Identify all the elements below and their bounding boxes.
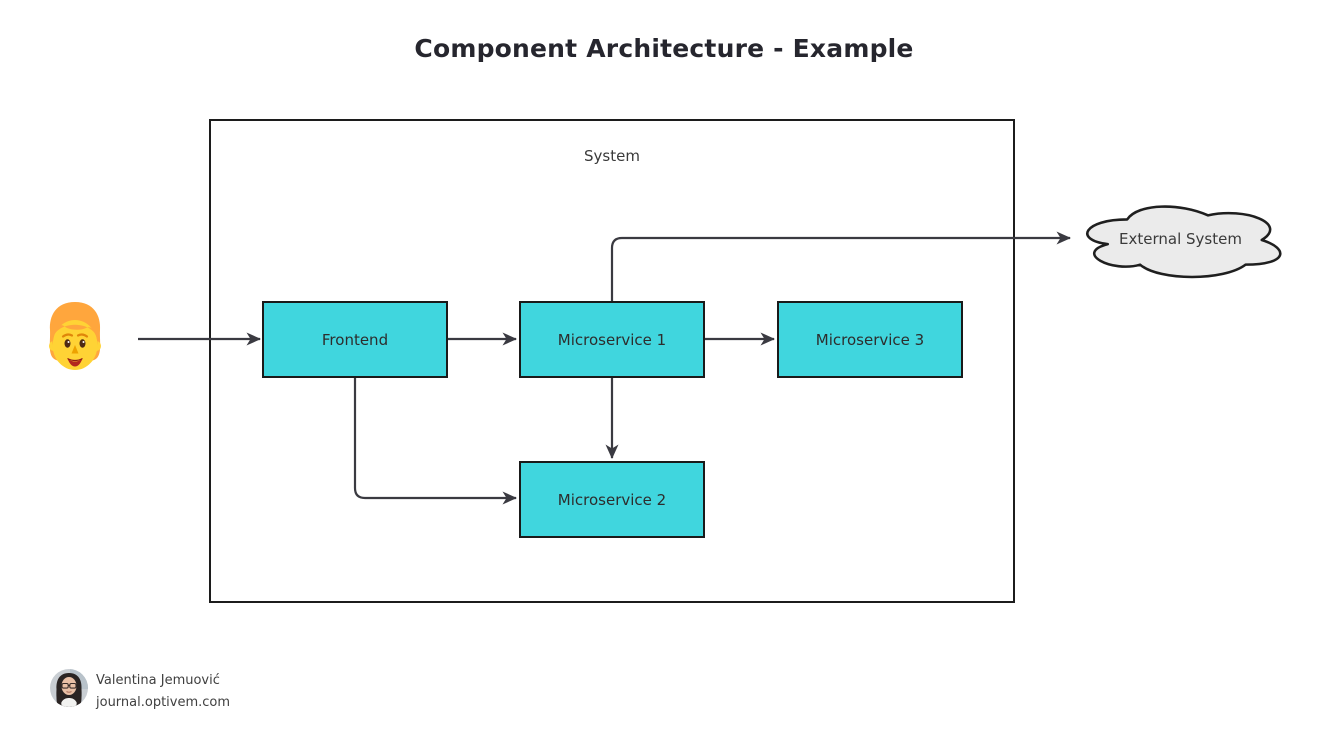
node-microservice-2: Microservice 2 [519,461,705,538]
node-microservice-1-label: Microservice 1 [557,330,667,349]
author-website: journal.optivem.com [96,695,231,710]
external-system-label: External System [1119,230,1242,248]
author-name: Valentina Jemuović [96,673,220,688]
author-avatar [50,669,88,707]
diagram-title: Component Architecture - Example [414,34,914,63]
person-icon [49,302,101,370]
node-microservice-2-label: Microservice 2 [557,490,667,509]
node-microservice-3-label: Microservice 3 [815,330,925,349]
node-frontend: Frontend [262,301,448,378]
system-boundary-label: System [584,147,640,165]
node-frontend-label: Frontend [321,330,389,349]
external-system-cloud [1086,205,1282,279]
node-microservice-3: Microservice 3 [777,301,963,378]
system-boundary-box: System [209,119,1015,603]
node-microservice-1: Microservice 1 [519,301,705,378]
